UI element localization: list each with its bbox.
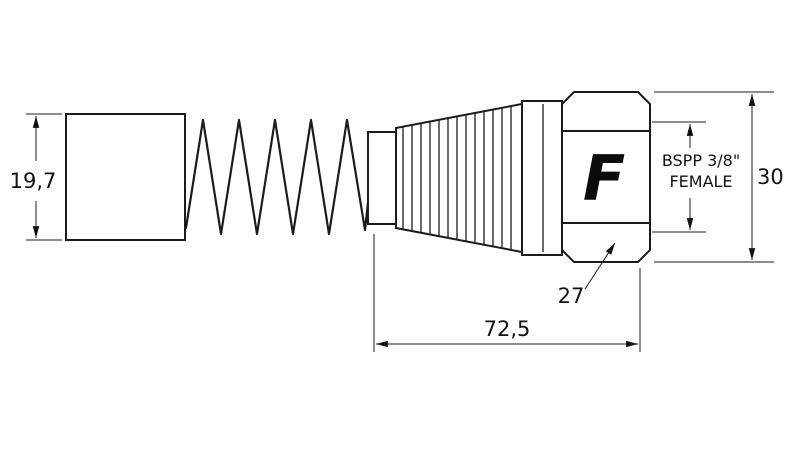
ferrule-sleeve <box>367 131 397 225</box>
spring <box>184 118 374 236</box>
dim-across-flats: 27 <box>558 242 616 308</box>
dim-block-height: 19,7 <box>10 113 62 241</box>
hex-nut: F <box>561 91 651 263</box>
dim-block-height-label: 19,7 <box>10 169 57 193</box>
dim-across-flats-label: 27 <box>558 284 585 308</box>
brand-logo-f: F <box>583 142 625 215</box>
hose-block <box>65 113 186 241</box>
dim-hex-height: 30 <box>654 91 784 263</box>
thread-spec-line2: FEMALE <box>669 172 732 191</box>
dim-hex-height-label: 30 <box>757 165 784 189</box>
dim-thread-spec: BSPP 3/8" FEMALE <box>652 121 740 233</box>
collar <box>521 100 563 256</box>
bend-restrictor <box>395 102 523 254</box>
dim-overall-length: 72,5 <box>373 234 641 352</box>
thread-spec-line1: BSPP 3/8" <box>662 151 740 170</box>
dim-overall-length-label: 72,5 <box>484 317 531 341</box>
